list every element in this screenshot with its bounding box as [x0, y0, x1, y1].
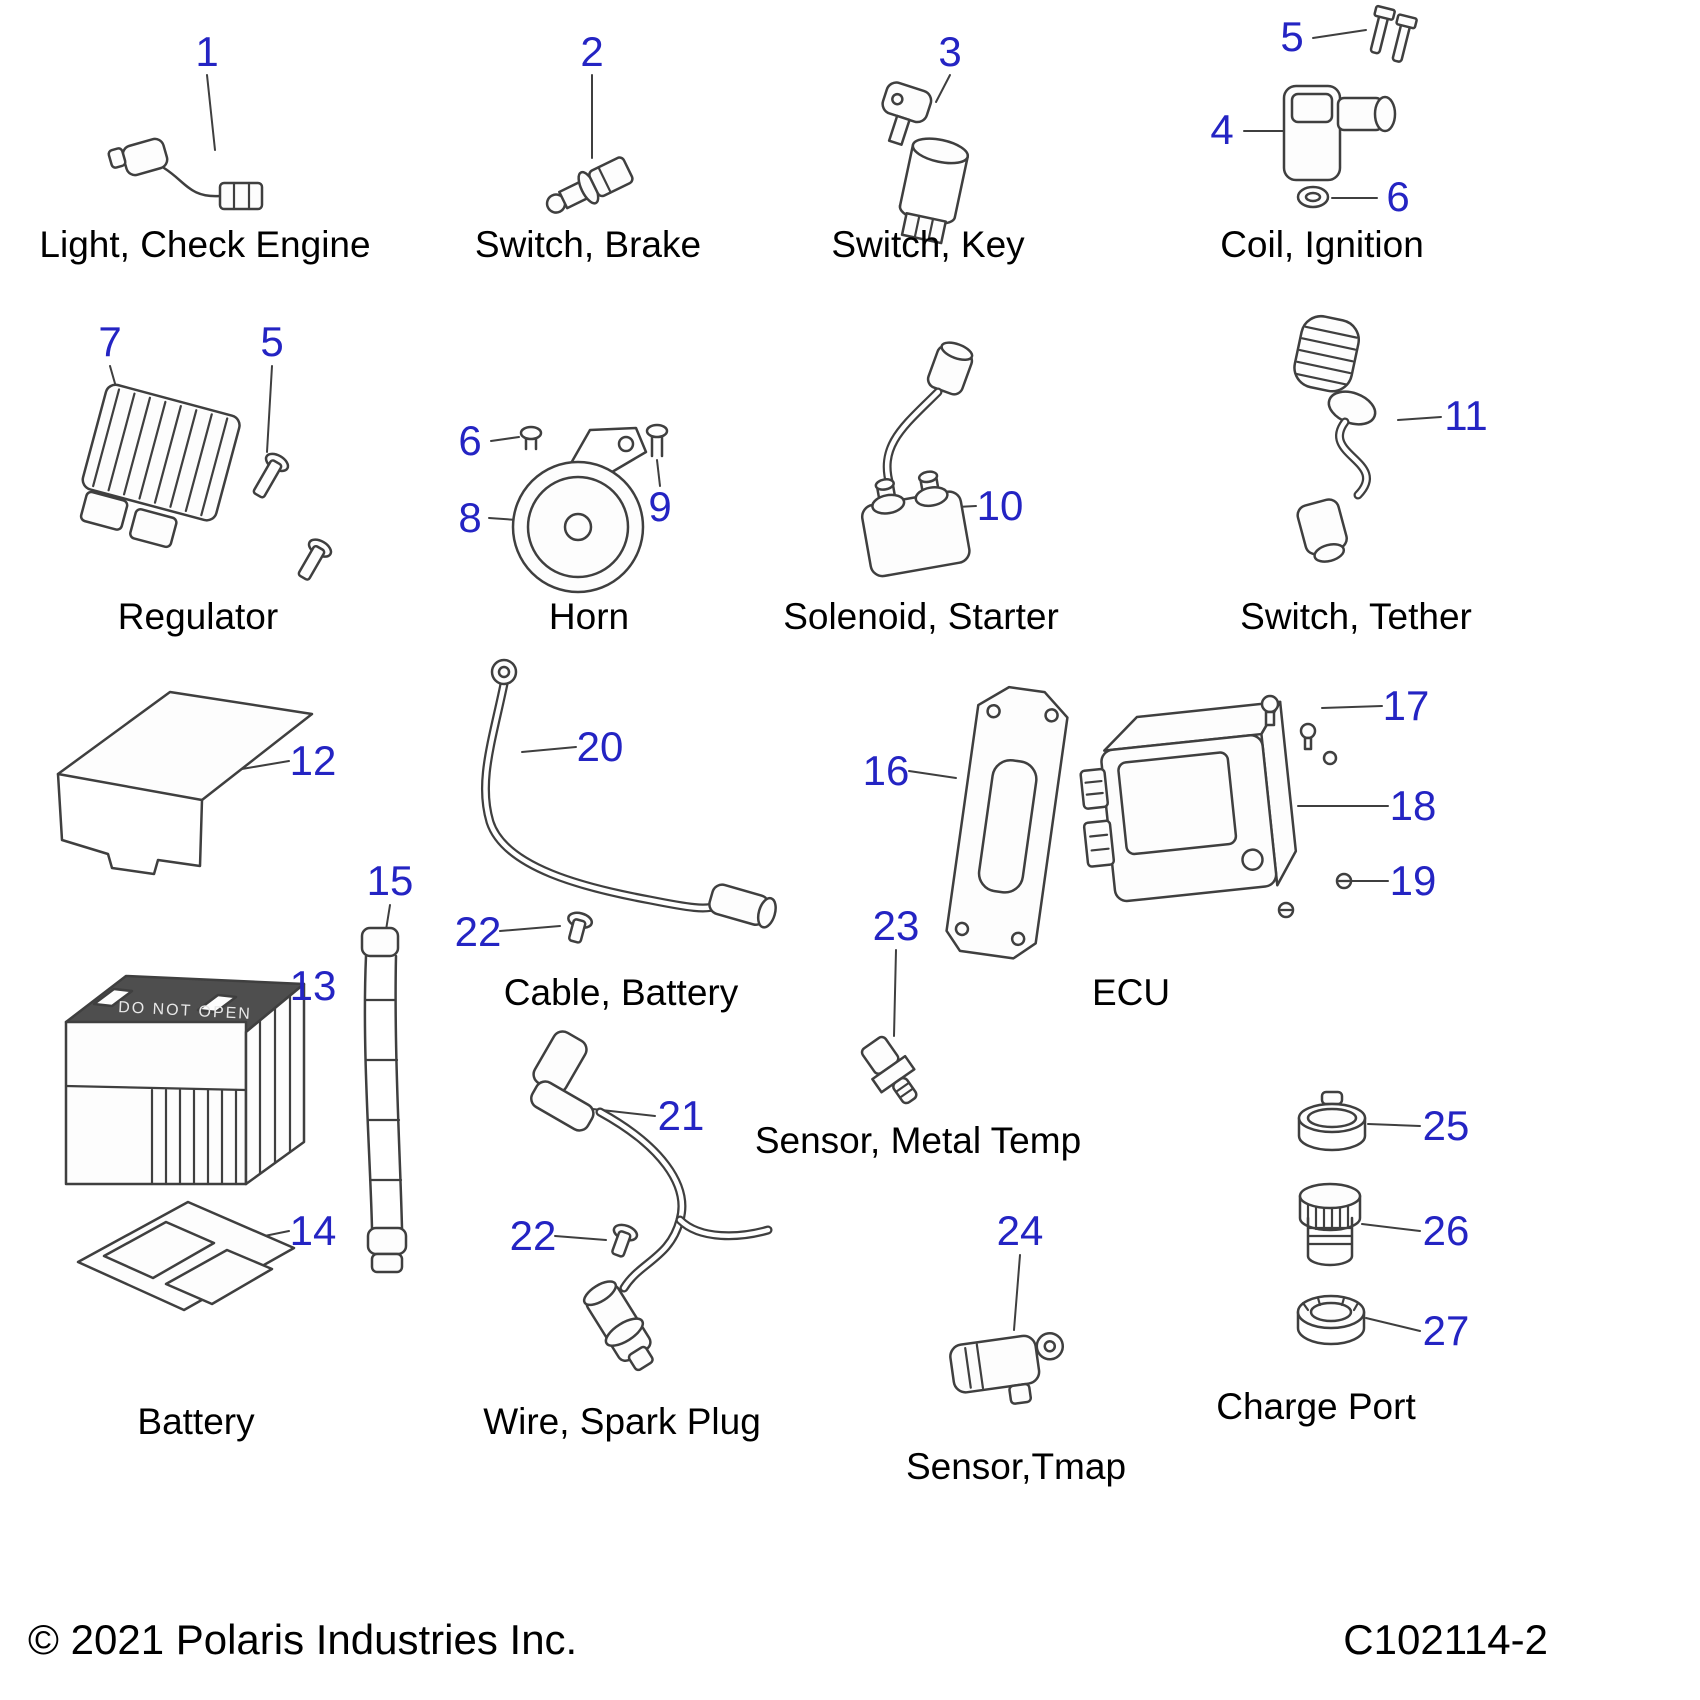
label-horn: Horn — [548, 596, 630, 637]
label-switch-key: Switch, Key — [831, 224, 1025, 265]
callout-20: 20 — [576, 723, 624, 770]
callout-17: 17 — [1382, 682, 1430, 729]
callout-22b: 22 — [509, 1212, 557, 1259]
label-coil-ignition: Coil, Ignition — [1220, 224, 1424, 265]
horn-bolt-b — [645, 423, 669, 458]
callout-24: 24 — [996, 1207, 1044, 1254]
callout-3: 3 — [938, 28, 962, 75]
label-light-check-engine: Light, Check Engine — [39, 224, 371, 265]
spark-plug-wire-illustration — [530, 1030, 773, 1372]
callout-14: 14 — [289, 1207, 337, 1254]
regulator-bolt-b — [297, 538, 333, 581]
ecu-bracket-illustration — [945, 685, 1069, 960]
label-charge-port: Charge Port — [1216, 1386, 1416, 1427]
coil-bolt-b — [1391, 13, 1418, 63]
battery-illustration: DO NOT OPEN — [64, 974, 306, 1186]
callout-15: 15 — [366, 857, 414, 904]
horn-illustration — [511, 423, 669, 594]
copyright-text: © 2021 Polaris Industries Inc. — [28, 1616, 578, 1663]
label-sensor-tmap: Sensor,Tmap — [905, 1446, 1127, 1487]
coil-nut — [1296, 185, 1330, 209]
callout-5b: 5 — [260, 318, 284, 365]
callout-18: 18 — [1389, 782, 1437, 829]
switch-key-illustration — [881, 81, 970, 245]
callout-8: 8 — [458, 494, 482, 541]
sensor-tmap-illustration — [949, 1332, 1065, 1405]
coil-ignition-illustration — [1282, 4, 1418, 209]
callout-7: 7 — [98, 318, 122, 365]
callout-10: 10 — [976, 482, 1024, 529]
label-switch-brake: Switch, Brake — [474, 224, 702, 265]
callout-6b: 6 — [458, 417, 482, 464]
callout-21: 21 — [657, 1092, 705, 1139]
label-ecu: ECU — [1091, 972, 1171, 1013]
callout-2: 2 — [580, 28, 604, 75]
sensor-metal-temp-illustration — [860, 1035, 918, 1105]
horn-bolt-a — [519, 425, 543, 451]
callout-12: 12 — [289, 737, 337, 784]
label-regulator: Regulator — [117, 596, 279, 637]
drawing-number: C102114-2 — [1343, 1616, 1548, 1663]
callout-16: 16 — [862, 747, 910, 794]
battery-cable-illustration — [480, 658, 777, 944]
callout-5a: 5 — [1280, 13, 1304, 60]
label-solenoid-starter: Solenoid, Starter — [783, 596, 1059, 637]
battery-pad-illustration — [76, 1200, 296, 1312]
switch-tether-illustration — [1293, 314, 1377, 563]
label-sensor-metal-temp: Sensor, Metal Temp — [754, 1120, 1082, 1161]
cable-bolt — [567, 911, 594, 944]
label-switch-tether: Switch, Tether — [1240, 596, 1472, 637]
label-battery: Battery — [137, 1401, 255, 1442]
solenoid-starter-illustration — [860, 341, 974, 578]
charge-port-body — [1298, 1182, 1362, 1267]
charge-port-illustration — [1296, 1090, 1367, 1346]
callout-11: 11 — [1444, 392, 1488, 439]
callout-23: 23 — [872, 902, 920, 949]
charge-port-nut — [1296, 1294, 1366, 1346]
callout-9: 9 — [648, 483, 672, 530]
battery-sticker-text: DO NOT OPEN — [118, 999, 252, 1023]
battery-strap-illustration — [360, 926, 408, 1274]
charge-port-cap — [1297, 1090, 1367, 1152]
battery-cover-illustration — [56, 690, 314, 876]
callout-19: 19 — [1389, 857, 1437, 904]
switch-brake-illustration — [545, 156, 634, 214]
label-wire-spark-plug: Wire, Spark Plug — [483, 1401, 761, 1442]
callout-13: 13 — [289, 962, 337, 1009]
coil-bolt-a — [1369, 4, 1396, 55]
label-cable-battery: Cable, Battery — [503, 972, 739, 1013]
ecu-illustration — [1079, 694, 1353, 919]
callout-26: 26 — [1422, 1207, 1470, 1254]
ecu-screws — [1260, 694, 1353, 919]
callout-27: 27 — [1422, 1307, 1470, 1354]
light-check-engine-illustration — [107, 137, 264, 211]
callout-6a: 6 — [1386, 173, 1410, 220]
callout-1: 1 — [195, 28, 219, 75]
spark-plug-bolt — [611, 1223, 639, 1258]
regulator-bolt-a — [252, 452, 290, 499]
regulator-illustration — [79, 383, 333, 581]
callout-4: 4 — [1210, 106, 1234, 153]
callout-22a: 22 — [454, 908, 502, 955]
callout-25: 25 — [1422, 1102, 1470, 1149]
